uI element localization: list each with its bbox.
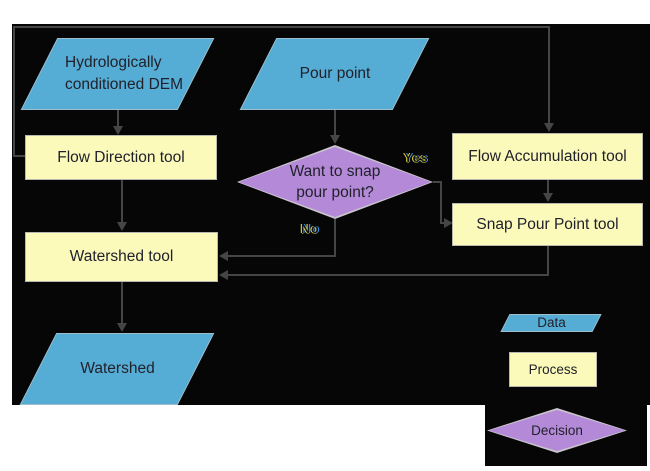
connector-snap-watershedtool	[227, 274, 549, 276]
arrowhead-down-icon	[544, 123, 554, 132]
node-watershed-label: Watershed	[80, 360, 155, 377]
legend-item-process: Process	[509, 352, 597, 387]
connector-no	[227, 255, 336, 257]
process-rect-shape	[25, 135, 217, 180]
legend-item-data: Data	[500, 314, 602, 332]
connector-yes	[440, 181, 442, 224]
node-dem: Hydrologically conditioned DEM	[20, 38, 215, 110]
node-flow-direction-label: Flow Direction tool	[57, 148, 185, 166]
node-watershed-tool-label: Watershed tool	[69, 248, 174, 265]
connector-watershedtool-watershed	[121, 282, 123, 324]
node-flow-accumulation-label: Flow Accumulation tool	[468, 147, 627, 165]
connector-yes	[433, 181, 442, 183]
connector-snap-watershedtool	[547, 246, 549, 276]
node-dem-label: Hydrologically conditioned DEM	[65, 54, 184, 93]
node-flow-accumulation: Flow Accumulation tool	[452, 133, 643, 180]
arrowhead-right-icon	[444, 218, 453, 228]
edge-label-no: No	[301, 222, 320, 236]
connector-flowacc-snap	[547, 180, 549, 195]
arrowhead-down-icon	[330, 135, 340, 144]
process-rect-shape	[509, 352, 597, 387]
arrowhead-down-icon	[543, 193, 553, 202]
legend-data-label: Data	[537, 315, 566, 330]
node-watershed-tool: Watershed tool	[25, 232, 218, 282]
node-decision-text: Want to snap pour point?	[289, 163, 381, 201]
arrowhead-down-icon	[117, 323, 127, 332]
process-rect-shape	[452, 133, 643, 180]
node-decision: Want to snap pour point?	[237, 145, 433, 219]
node-snap-pour-point-label: Snap Pour Point tool	[476, 215, 619, 233]
connector-flowdirection-route	[13, 155, 27, 157]
node-decision-label: Want to snap pour point?	[237, 145, 433, 219]
node-snap-pour-point: Snap Pour Point tool	[452, 203, 643, 246]
legend-process-label: Process	[528, 361, 578, 377]
process-rect-shape	[25, 232, 218, 282]
connector-flowdirection-route	[13, 26, 15, 157]
connector-no	[334, 219, 336, 257]
legend-decision-label: Decision	[531, 422, 583, 438]
connector-dem-flowdirection	[117, 110, 119, 128]
connector-yes	[440, 222, 445, 224]
arrowhead-down-icon	[113, 126, 123, 135]
node-pour-point-label: Pour point	[299, 65, 371, 82]
node-watershed: Watershed	[19, 333, 215, 405]
node-pour-point: Pour point	[239, 38, 430, 110]
connector-flowdirection-route	[548, 26, 550, 124]
arrowhead-down-icon	[117, 222, 127, 231]
arrowhead-left-icon	[219, 251, 228, 261]
connector-flowdirection-route	[13, 26, 550, 28]
node-flow-direction: Flow Direction tool	[25, 135, 217, 180]
connector-flowdirection-watershedtool	[121, 180, 123, 223]
legend-item-decision: Decision	[487, 408, 627, 453]
connector-pourpoint-decision	[334, 110, 336, 137]
arrowhead-left-icon	[219, 270, 228, 280]
process-rect-shape	[452, 203, 643, 246]
edge-label-yes: Yes	[404, 151, 429, 165]
